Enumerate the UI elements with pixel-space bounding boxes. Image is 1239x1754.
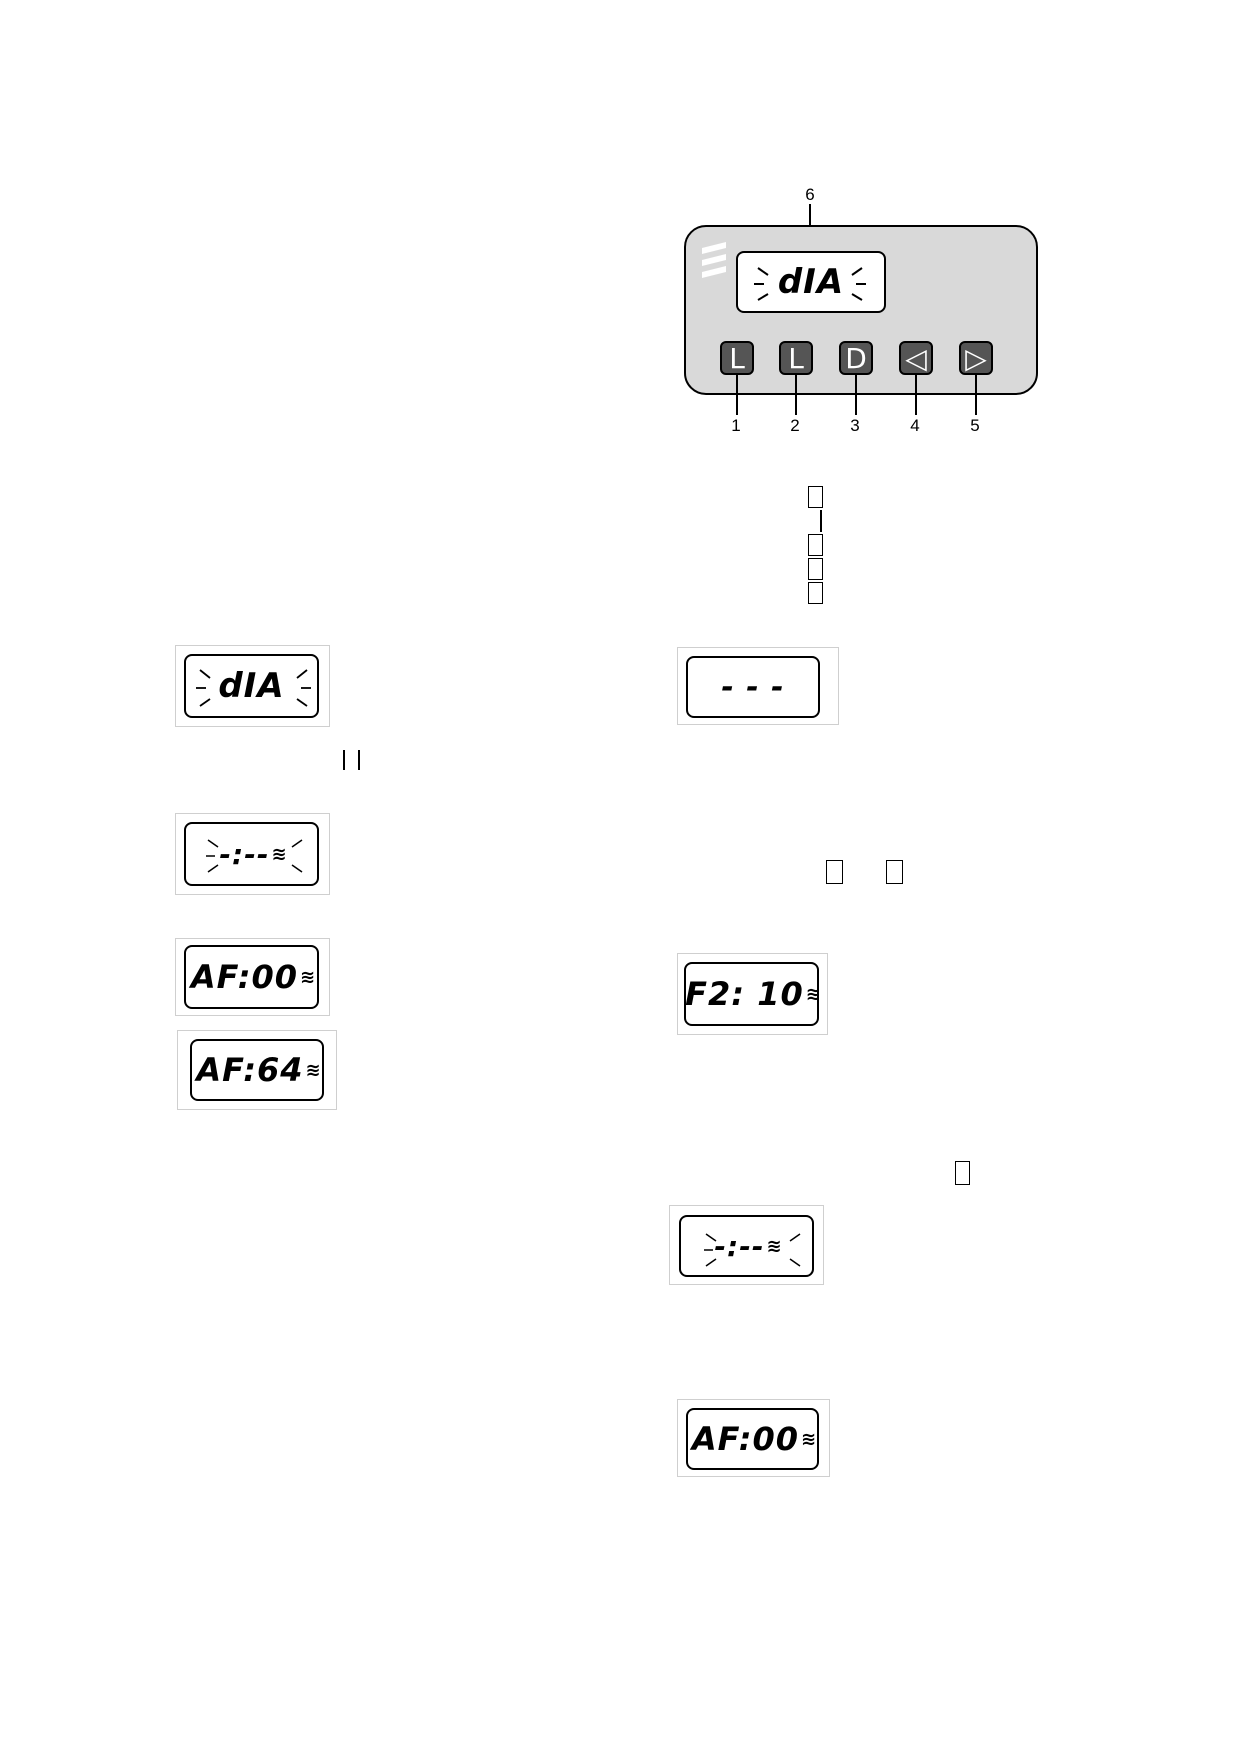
brand-logo-icon bbox=[702, 242, 726, 278]
lcd-text: dIA bbox=[218, 666, 285, 706]
lcd-standby-left: -:-- ≋ bbox=[184, 822, 319, 886]
display-frame-af00-left: AF:00 ≋ bbox=[175, 938, 330, 1016]
callout-3-leader bbox=[855, 375, 857, 415]
blink-rays-icon bbox=[206, 839, 303, 873]
blink-rays-icon bbox=[196, 669, 311, 707]
heat-waves-icon: ≋ bbox=[805, 983, 821, 1005]
key-l-1[interactable]: L bbox=[720, 341, 754, 375]
panel-display-text: dIA bbox=[777, 262, 845, 302]
display-frame-dia: dIA bbox=[175, 645, 330, 727]
key-l-2[interactable]: L bbox=[779, 341, 813, 375]
display-frame-af00-right: AF:00 ≋ bbox=[677, 1399, 830, 1477]
callout-4-leader bbox=[915, 375, 917, 415]
key-right-arrow[interactable]: ▷ bbox=[959, 341, 993, 375]
lcd-text: -:-- bbox=[219, 837, 270, 871]
callout-1-leader bbox=[736, 375, 738, 415]
heat-waves-icon: ≋ bbox=[305, 1059, 321, 1081]
lcd-standby-right: -:-- ≋ bbox=[679, 1215, 814, 1277]
display-frame-standby-left: -:-- ≋ bbox=[175, 813, 330, 895]
panel-display: dIA bbox=[736, 251, 886, 313]
callout-2-leader bbox=[795, 375, 797, 415]
missing-glyph-icon bbox=[808, 582, 823, 604]
display-frame-dashes: - - - bbox=[677, 647, 839, 725]
lcd-text: F2: 10 bbox=[685, 975, 804, 1013]
missing-glyph-icon bbox=[808, 534, 823, 556]
lcd-dashes: - - - bbox=[686, 656, 820, 718]
lcd-text: - - - bbox=[721, 669, 785, 705]
display-frame-standby-right: -:-- ≋ bbox=[669, 1205, 824, 1285]
key-d[interactable]: D bbox=[839, 341, 873, 375]
display-frame-af64: AF:64 ≋ bbox=[177, 1030, 337, 1110]
callout-5: 5 bbox=[970, 416, 980, 435]
heat-waves-icon: ≋ bbox=[766, 1235, 781, 1257]
missing-glyph-icon bbox=[808, 486, 823, 508]
callout-2: 2 bbox=[790, 416, 800, 435]
right-arrow-icon: ▷ bbox=[965, 341, 987, 375]
callout-3: 3 bbox=[850, 416, 860, 435]
key-label: L bbox=[788, 341, 804, 375]
glyph-bar bbox=[820, 510, 822, 532]
lcd-dia: dIA bbox=[184, 654, 319, 718]
lcd-text: AF:00 bbox=[691, 1420, 800, 1458]
glyph-bar bbox=[358, 750, 360, 770]
left-arrow-icon: ◁ bbox=[905, 341, 927, 375]
missing-glyph-icon bbox=[955, 1161, 970, 1185]
lcd-text: -:-- bbox=[714, 1229, 765, 1263]
missing-glyph-icon bbox=[886, 860, 903, 884]
heat-waves-icon: ≋ bbox=[801, 1428, 816, 1450]
display-frame-f2: F2: 10 ≋ bbox=[677, 953, 828, 1035]
missing-glyph-icon bbox=[808, 558, 823, 580]
heat-waves-icon: ≋ bbox=[271, 843, 286, 865]
missing-glyph-icon bbox=[826, 860, 843, 884]
lcd-f2: F2: 10 ≋ bbox=[684, 962, 821, 1026]
key-left-arrow[interactable]: ◁ bbox=[899, 341, 933, 375]
glyph-bar bbox=[343, 750, 345, 770]
blink-rays-icon bbox=[704, 1233, 801, 1267]
key-label: D bbox=[845, 341, 867, 375]
callout-4: 4 bbox=[910, 416, 920, 435]
lcd-af00-right: AF:00 ≋ bbox=[686, 1408, 819, 1470]
lcd-text: AF:64 bbox=[196, 1051, 304, 1089]
key-label: L bbox=[729, 341, 745, 375]
lcd-af64: AF:64 ≋ bbox=[190, 1039, 324, 1101]
blink-rays-icon bbox=[754, 267, 866, 301]
callout-6: 6 bbox=[805, 185, 815, 204]
lcd-text: AF:00 bbox=[190, 958, 299, 996]
heat-waves-icon: ≋ bbox=[300, 966, 315, 988]
lcd-af00-left: AF:00 ≋ bbox=[184, 945, 319, 1009]
callout-1: 1 bbox=[731, 416, 741, 435]
callout-5-leader bbox=[975, 375, 977, 415]
